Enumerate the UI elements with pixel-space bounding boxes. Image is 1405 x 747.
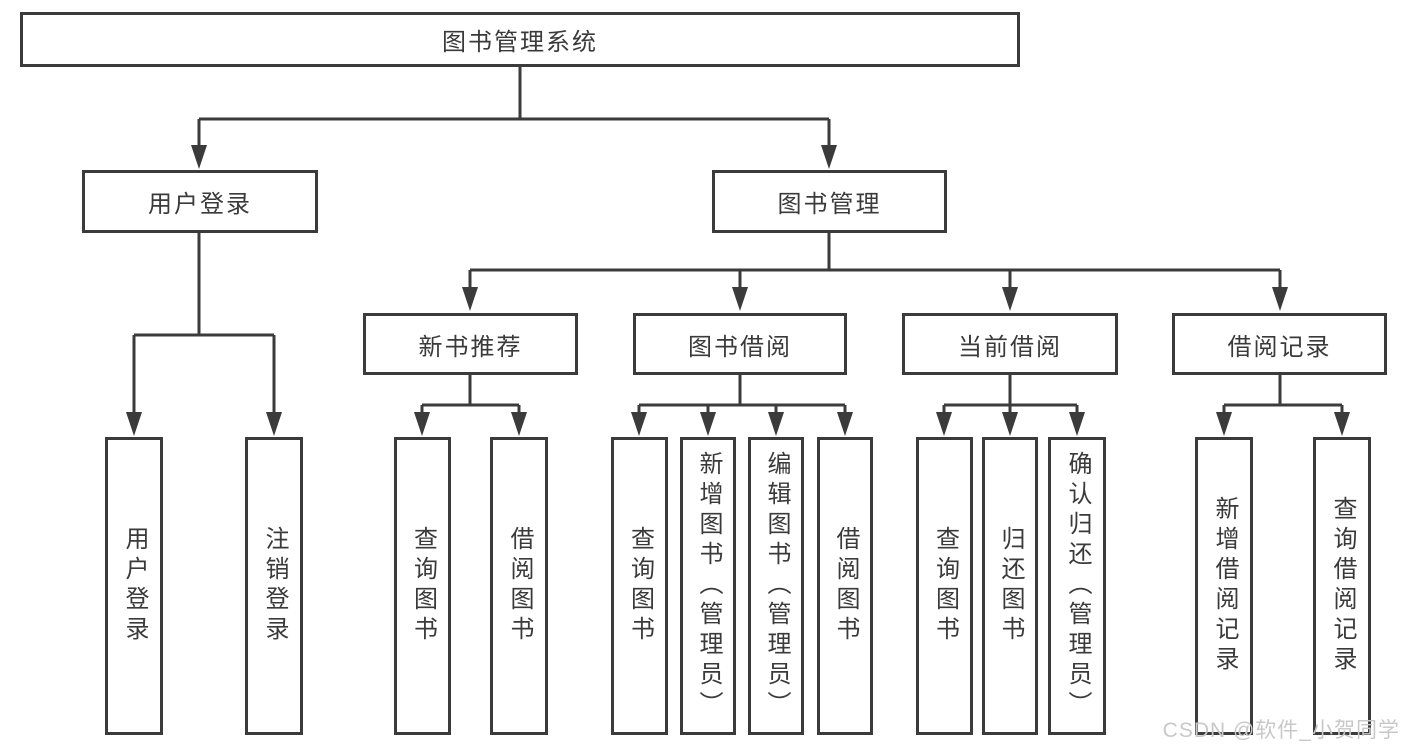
node-current-borrowing: 当前借阅 [902,313,1118,375]
connector-newbookrec-to-leaves [420,375,521,414]
node-query-books-borrowing: 查询图书 [611,437,668,735]
node-return-books: 归还图书 [982,437,1038,735]
node-query-books-recommend: 查询图书 [394,437,451,735]
node-borrow-books-recommend: 借阅图书 [490,437,548,735]
node-edit-book-admin: 编辑图书（管理员） [748,437,804,735]
node-library-system: 图书管理系统 [20,12,1020,67]
node-confirm-return-admin: 确认归还（管理员） [1048,437,1106,735]
connector-root-to-level2 [197,67,831,147]
node-book-borrowing: 图书借阅 [633,313,847,375]
connector-userlogin-to-leaves [132,233,276,414]
connector-borrowrecords-to-leaves [1222,375,1344,414]
connector-bookmgmt-to-level3 [468,233,1282,290]
csdn-watermark: CSDN @软件_小贺同学 [1162,719,1400,742]
connector-currentborrow-to-leaves [942,375,1079,414]
node-add-borrow-record: 新增借阅记录 [1195,437,1253,735]
arrowheads [126,145,1350,436]
connector-bookborrow-to-leaves [637,375,847,414]
node-user-login-leaf: 用户登录 [105,437,163,735]
node-query-borrow-record: 查询借阅记录 [1313,437,1371,735]
node-logout-leaf: 注销登录 [245,437,303,735]
node-new-book-recommend: 新书推荐 [363,313,578,375]
node-add-book-admin: 新增图书（管理员） [680,437,736,735]
node-user-login-branch: 用户登录 [82,170,318,233]
node-query-books-current: 查询图书 [916,437,973,735]
node-borrowing-records: 借阅记录 [1172,313,1387,375]
node-book-management-branch: 图书管理 [712,170,947,233]
node-borrow-books-borrowing: 借阅图书 [817,437,873,735]
